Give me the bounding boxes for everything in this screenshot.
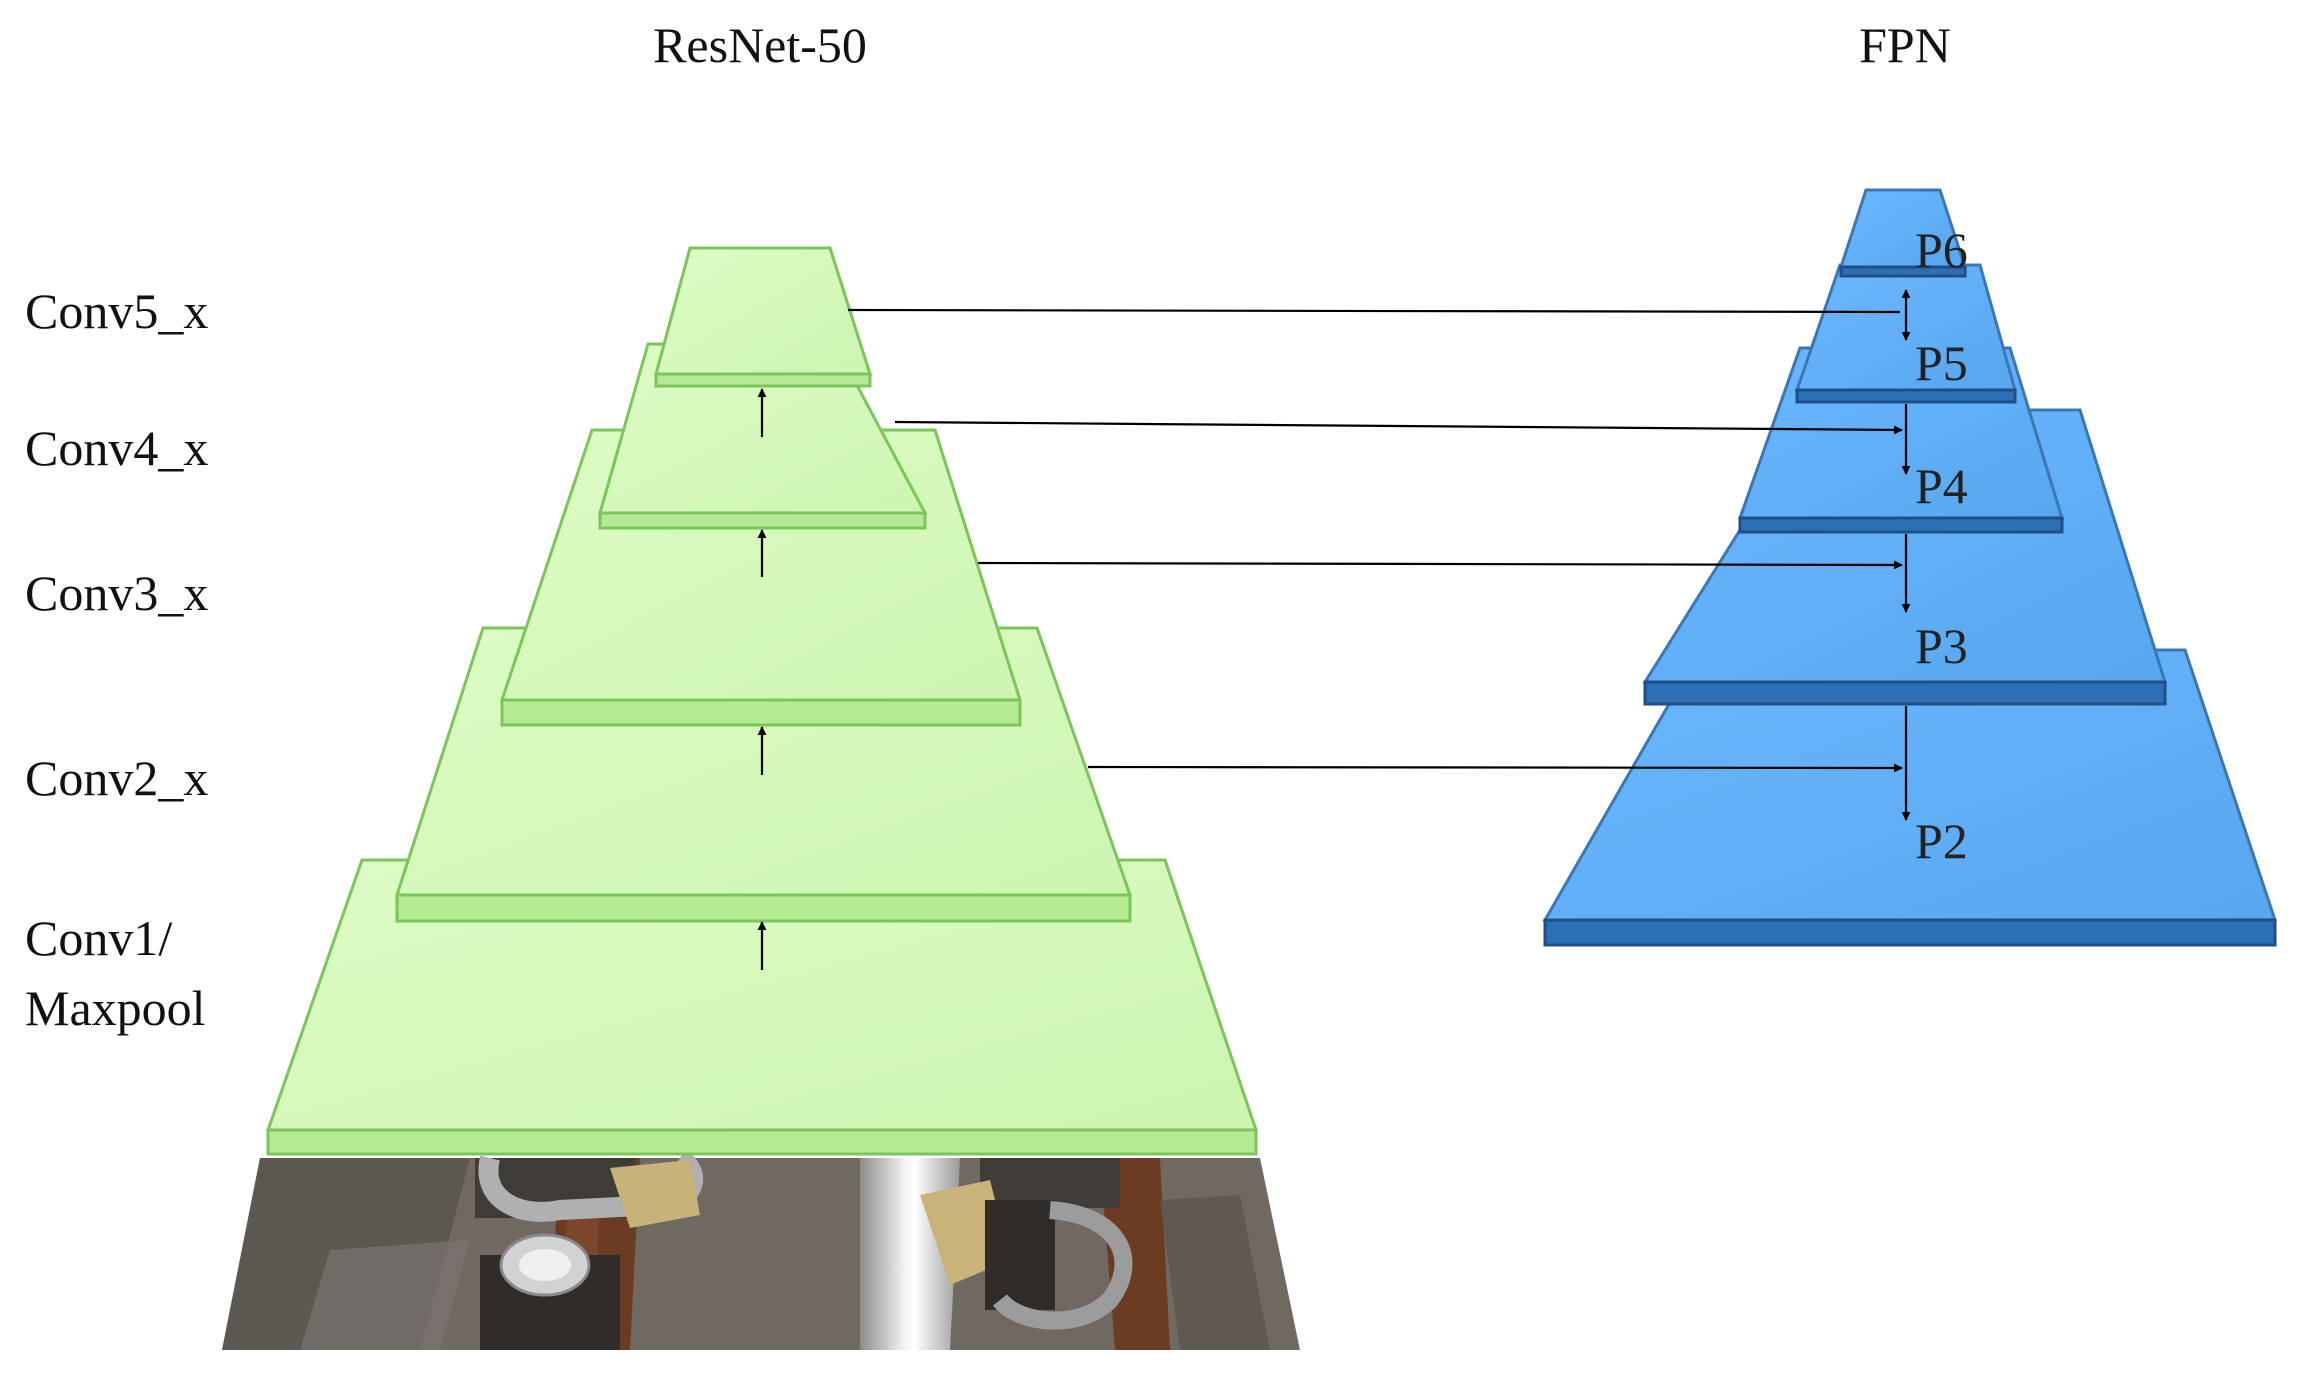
label-conv1-line1: Conv1/ xyxy=(25,910,172,966)
stage-conv3-base xyxy=(500,698,1022,727)
stage-conv1-base xyxy=(266,1128,1258,1156)
label-p3: P3 xyxy=(1915,618,1968,674)
backbone-title: ResNet-50 xyxy=(653,17,867,73)
input-image xyxy=(222,1149,1300,1350)
lateral-connections xyxy=(847,308,1903,773)
lateral-conv3 xyxy=(977,560,1903,570)
level-p3-base xyxy=(1643,680,2167,706)
label-p4: P4 xyxy=(1915,458,1968,514)
label-conv2: Conv2_x xyxy=(25,750,208,806)
label-conv1-line2: Maxpool xyxy=(25,980,206,1036)
label-p2: P2 xyxy=(1915,813,1968,869)
label-conv5: Conv5_x xyxy=(25,283,208,339)
lateral-conv5 xyxy=(847,308,1901,314)
level-p2-base xyxy=(1543,918,2277,947)
level-p5-base xyxy=(1795,388,2017,404)
label-conv4: Conv4_x xyxy=(25,420,208,476)
level-p6-base xyxy=(1839,265,1967,278)
fpn-title: FPN xyxy=(1859,17,1951,73)
level-p4-base xyxy=(1738,516,2064,534)
stage-conv5-base xyxy=(654,372,872,388)
stage-conv4-base xyxy=(598,511,927,530)
lateral-conv4 xyxy=(894,420,1903,435)
fpn-pyramid xyxy=(1542,188,2278,947)
stage-conv2-base xyxy=(395,893,1132,923)
backbone-pyramid xyxy=(265,246,1259,1156)
label-p6: P6 xyxy=(1915,222,1968,278)
lateral-conv2 xyxy=(1087,763,1903,773)
stage-conv5 xyxy=(654,246,873,376)
label-p5: P5 xyxy=(1915,335,1968,391)
label-conv3: Conv3_x xyxy=(25,565,208,621)
